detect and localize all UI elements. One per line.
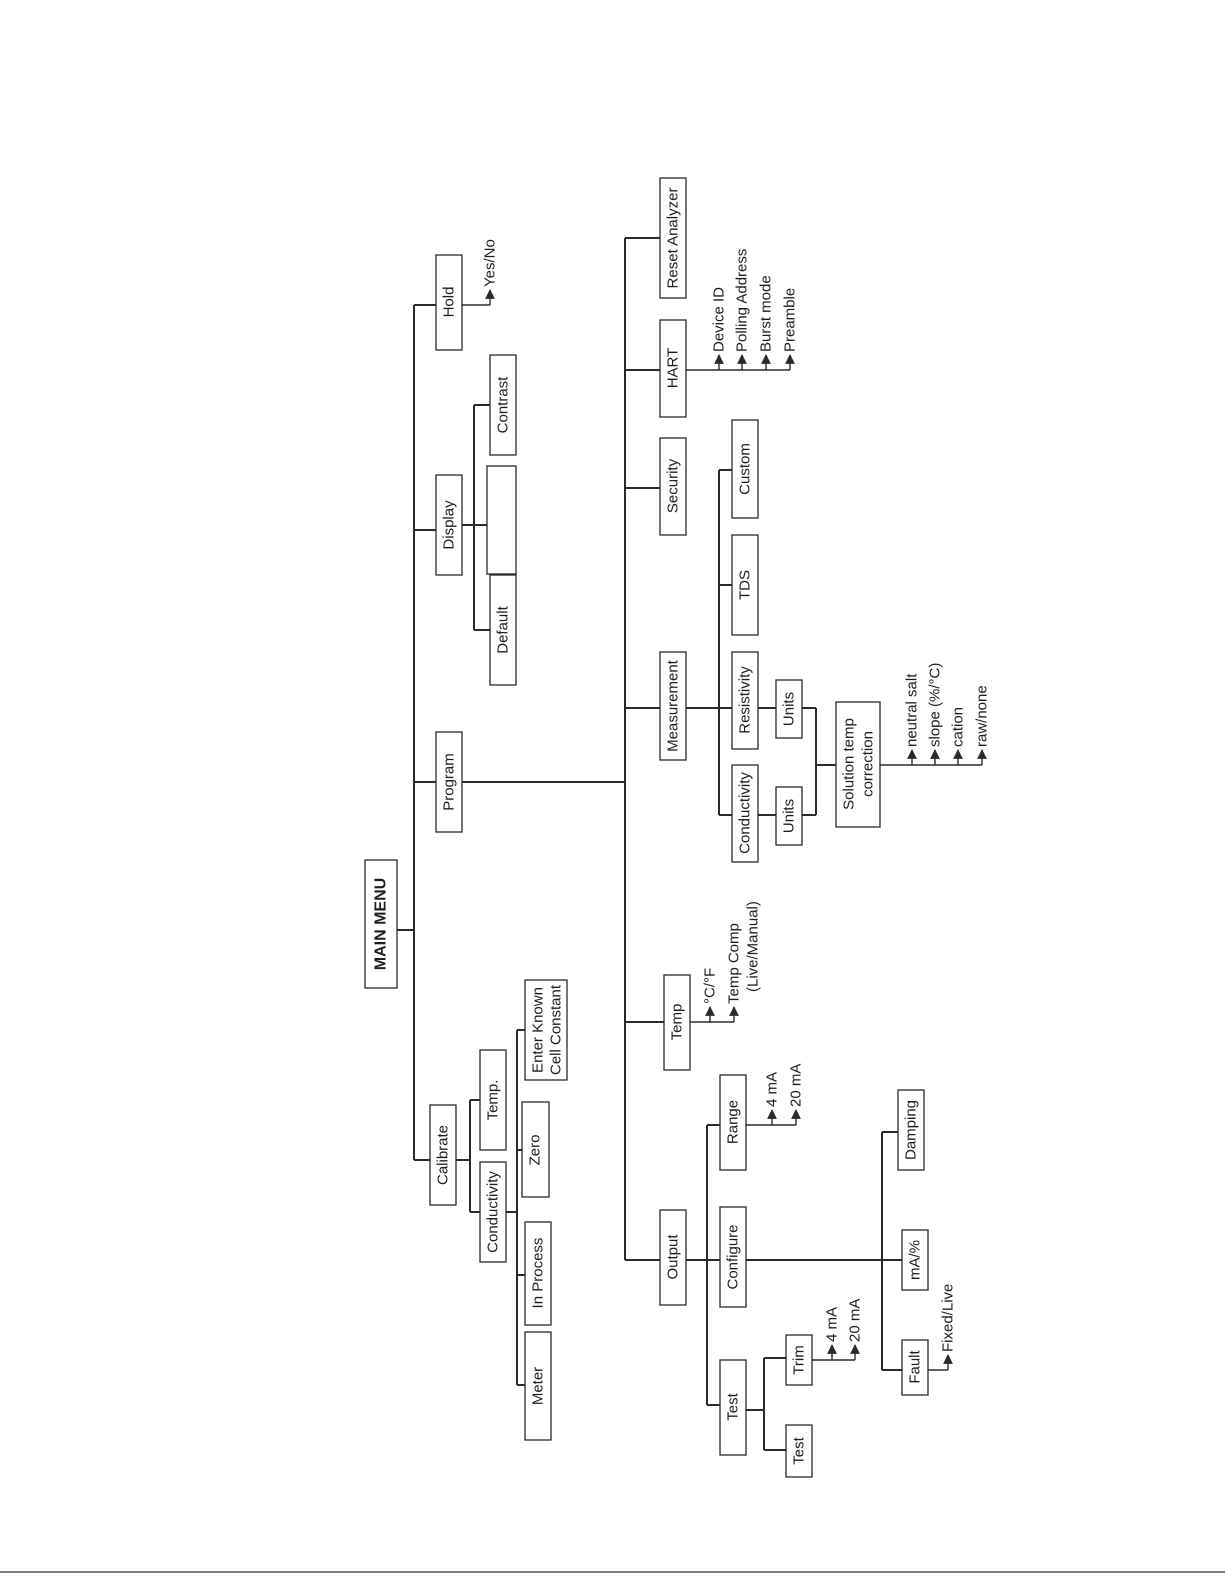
connector-lines — [397, 237, 987, 1451]
display-blank-node — [486, 465, 517, 575]
security-label: Security — [665, 458, 682, 513]
main-menu-title: MAIN MENU — [373, 878, 390, 970]
output-trim-node: Trim — [785, 1334, 813, 1386]
hold-label: Hold — [441, 287, 458, 318]
calibrate-conductivity-node: Conductivity — [479, 1161, 507, 1263]
calibrate-in-process-node: In Process — [524, 1221, 552, 1326]
output-label: Output — [665, 1234, 682, 1280]
output-ma-pct-label: mA/% — [907, 1240, 924, 1280]
output-node: Output — [659, 1209, 687, 1306]
measurement-label: Measurement — [665, 659, 682, 752]
security-node: Security — [659, 437, 687, 536]
measurement-units-1-label: Units — [781, 799, 798, 833]
hart-opt-burst-mode: Burst mode — [758, 275, 775, 352]
output-ma-pct-node: mA/% — [901, 1229, 929, 1291]
program-label: Program — [441, 753, 458, 811]
output-damping-node: Damping — [897, 1089, 925, 1171]
hart-opt-polling-address: Polling Address — [734, 249, 751, 352]
output-range-label: Range — [725, 1100, 742, 1144]
solution-temp-line-2: correction — [860, 731, 877, 797]
hart-label: HART — [665, 348, 682, 389]
hold-yes-no: Yes/No — [482, 239, 499, 287]
calibrate-node: Calibrate — [429, 1104, 457, 1206]
range-20ma: 20 mA — [788, 1064, 805, 1107]
main-menu-node: MAIN MENU — [364, 859, 398, 989]
trim-20ma: 20 mA — [847, 1299, 864, 1342]
calibrate-meter-node: Meter — [524, 1331, 552, 1441]
calibrate-in-process-label: In Process — [530, 1238, 547, 1309]
output-configure-node: Configure — [719, 1206, 747, 1308]
temp-node: Temp — [663, 974, 691, 1071]
sol-opt-raw-none: raw/none — [974, 685, 991, 747]
trim-4ma: 4 mA — [824, 1307, 841, 1342]
calibrate-zero-node: Zero — [521, 1101, 550, 1198]
output-damping-label: Damping — [903, 1100, 920, 1160]
temp-unit: °C/°F — [702, 968, 719, 1004]
fault-fixed-live: Fixed/Live — [940, 1284, 957, 1352]
calibrate-zero-label: Zero — [527, 1135, 544, 1166]
measurement-conductivity-node: Conductivity — [731, 764, 759, 863]
display-contrast-node: Contrast — [489, 354, 517, 456]
sol-opt-slope: slope (%/°C) — [927, 663, 944, 747]
output-fault-node: Fault — [901, 1339, 929, 1396]
measurement-resistivity-label: Resistivity — [737, 666, 754, 734]
calibrate-enter-known-node: Enter Known Cell Constant — [524, 979, 568, 1081]
output-fault-label: Fault — [907, 1350, 924, 1384]
hart-opt-preamble: Preamble — [782, 288, 799, 352]
measurement-tds-node: TDS — [731, 534, 759, 636]
display-default-node: Default — [489, 574, 517, 686]
output-test-node: Test — [719, 1359, 747, 1456]
calibrate-label: Calibrate — [435, 1125, 452, 1185]
output-test-label: Test — [725, 1392, 742, 1420]
display-label: Display — [441, 500, 458, 550]
hart-node: HART — [659, 319, 687, 418]
reset-analyzer-node: Reset Analyzer — [659, 177, 687, 299]
solution-temp-node: Solution temp correction — [835, 701, 881, 828]
output-trim-label: Trim — [791, 1345, 808, 1374]
measurement-custom-label: Custom — [737, 443, 754, 495]
output-test-sub-node: Test — [785, 1424, 813, 1478]
solution-temp-line-1: Solution temp — [841, 718, 858, 810]
output-test-sub-label: Test — [791, 1436, 808, 1464]
hold-node: Hold — [435, 254, 463, 351]
temp-comp-line-1: Temp Comp — [726, 923, 743, 1004]
enter-known-line-2: Cell Constant — [548, 984, 565, 1075]
reset-analyzer-label: Reset Analyzer — [665, 188, 682, 289]
calibrate-temp-node: Temp. — [479, 1049, 507, 1151]
measurement-custom-node: Custom — [731, 419, 759, 519]
measurement-units-2-node: Units — [775, 679, 803, 739]
calibrate-temp-label: Temp. — [485, 1080, 502, 1121]
measurement-conductivity-label: Conductivity — [737, 772, 754, 854]
sol-opt-neutral-salt: neutral salt — [904, 673, 921, 747]
calibrate-meter-label: Meter — [530, 1367, 547, 1405]
sol-opt-cation: cation — [950, 707, 967, 747]
hart-opt-device-id: Device ID — [711, 287, 728, 352]
display-contrast-label: Contrast — [495, 376, 512, 434]
range-4ma: 4 mA — [764, 1072, 781, 1107]
calibrate-conductivity-label: Conductivity — [485, 1171, 502, 1253]
measurement-node: Measurement — [659, 651, 687, 761]
measurement-tds-label: TDS — [737, 570, 754, 600]
output-range-node: Range — [719, 1074, 747, 1171]
measurement-units-2-label: Units — [781, 692, 798, 726]
display-node: Display — [435, 474, 463, 576]
measurement-units-1-node: Units — [775, 786, 803, 846]
display-default-label: Default — [495, 605, 512, 653]
temp-label: Temp — [669, 1004, 686, 1041]
enter-known-line-1: Enter Known — [530, 987, 547, 1073]
output-configure-label: Configure — [725, 1224, 742, 1289]
temp-comp-line-2: (Live/Manual) — [745, 901, 762, 992]
measurement-resistivity-node: Resistivity — [731, 651, 759, 750]
program-node: Program — [435, 731, 463, 833]
